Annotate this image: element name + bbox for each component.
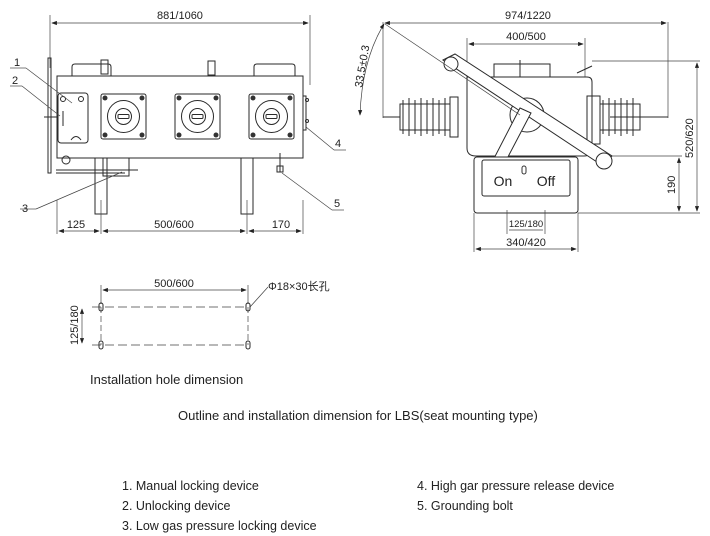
dim-base-width: 340/420 <box>506 237 546 249</box>
indicator-off: Off <box>537 173 556 189</box>
dim-leg-spacing: 500/600 <box>154 219 194 231</box>
callout-4: 4 <box>335 138 341 150</box>
dim-right-offset: 170 <box>272 219 290 231</box>
lifting-handle <box>253 63 296 77</box>
mounting-hole <box>245 302 251 312</box>
callout-1: 1 <box>14 57 20 69</box>
bushing-flange <box>248 93 295 140</box>
hole-spec: Φ18×30长孔 <box>268 280 330 293</box>
front-view: 881/1060 <box>10 10 346 234</box>
dim-hole-spacing-y: 125/180 <box>69 305 81 345</box>
legend-right: 4. High gar pressure release device 5. G… <box>417 476 614 516</box>
base-box <box>473 156 579 214</box>
callout-5: 5 <box>334 198 340 210</box>
unlocking-ring <box>61 155 71 165</box>
dim-base-height: 190 <box>666 176 678 194</box>
dim-total-height: 520/620 <box>684 118 696 158</box>
manual-locking-device <box>57 92 89 144</box>
dim-overall-width: 881/1060 <box>157 10 203 22</box>
dim-left-offset: 125 <box>67 219 85 231</box>
mounting-hole <box>245 340 251 350</box>
hole-view: 500/600 Φ18×30长孔 125/180 <box>69 278 330 350</box>
dim-top-width: 400/500 <box>506 31 546 43</box>
dim-hole-spacing: 125/180 <box>509 219 543 230</box>
indicator-on: On <box>494 173 513 189</box>
insulator-left <box>399 98 451 136</box>
mounting-hole <box>98 340 104 350</box>
mounting-hole <box>98 302 104 312</box>
dim-side-overall-width: 974/1220 <box>505 10 551 22</box>
figure-title: Outline and installation dimension for L… <box>178 408 538 423</box>
callout-3: 3 <box>22 203 28 215</box>
legend-item: 5. Grounding bolt <box>417 499 513 513</box>
side-view: 974/1220 400/500 33.5±0.3 <box>353 10 700 252</box>
switch-body <box>56 75 304 159</box>
bushing-flange <box>174 93 221 140</box>
lifting-handle <box>71 63 112 77</box>
bushing-flange <box>100 93 147 140</box>
dim-angle: 33.5±0.3 <box>353 44 372 88</box>
dim-hole-spacing-x: 500/600 <box>154 278 194 290</box>
legend-item: 2. Unlocking device <box>122 499 231 513</box>
legend-left: 1. Manual locking device 2. Unlocking de… <box>122 476 317 536</box>
legend-item: 4. High gar pressure release device <box>417 479 615 493</box>
legend-item: 1. Manual locking device <box>122 479 259 493</box>
callout-2: 2 <box>12 75 18 87</box>
hole-view-caption: Installation hole dimension <box>90 372 244 387</box>
legend-item: 3. Low gas pressure locking device <box>122 519 317 533</box>
